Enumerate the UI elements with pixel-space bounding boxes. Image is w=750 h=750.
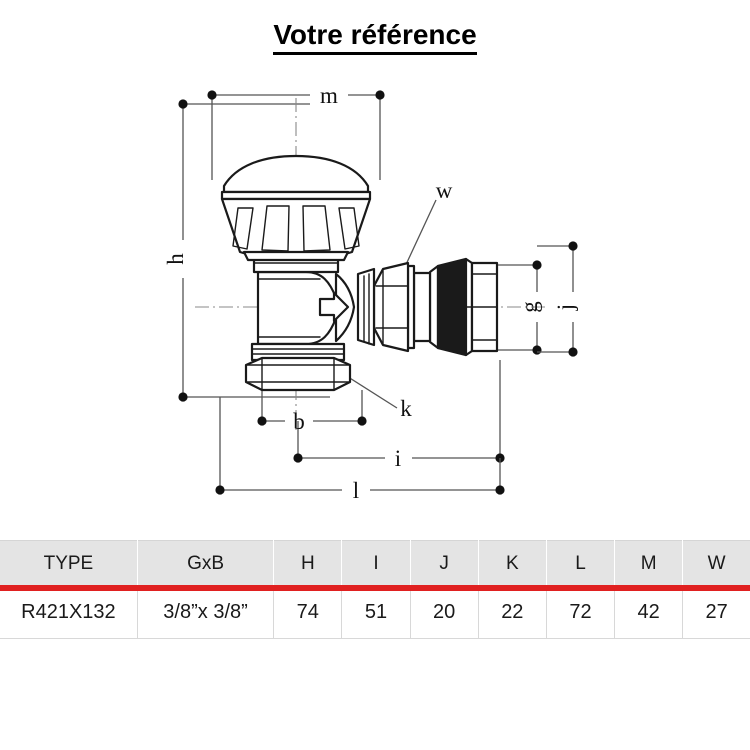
column-header-type: TYPE xyxy=(0,540,138,586)
cell-i: 51 xyxy=(341,586,411,639)
table-accent-rule xyxy=(0,585,750,591)
column-header-gxb: GxB xyxy=(137,540,275,586)
dimension-label-l: l xyxy=(353,478,359,503)
cell-l: 72 xyxy=(546,586,616,639)
technical-drawing: .ol { fill:none; stroke:#1a1a1a; stroke-… xyxy=(0,60,750,520)
cell-m: 42 xyxy=(614,586,684,639)
bottom-union-nut xyxy=(244,342,352,392)
dimension-label-j: j xyxy=(553,304,578,311)
dimension-label-m: m xyxy=(320,83,338,108)
cell-gxb: 3/8”x 3/8” xyxy=(137,586,275,639)
table-row: R421X132 3/8”x 3/8” 74 51 20 22 72 42 27 xyxy=(0,586,750,639)
cell-j: 20 xyxy=(410,586,479,639)
column-header-h: H xyxy=(273,540,343,586)
handwheel xyxy=(220,154,372,262)
column-header-i: I xyxy=(341,540,411,586)
column-header-k: K xyxy=(478,540,547,586)
cell-h: 74 xyxy=(273,586,343,639)
page-title-container: Votre référence xyxy=(0,19,750,55)
column-header-w: W xyxy=(682,540,750,586)
cell-type: R421X132 xyxy=(0,586,138,639)
dimension-label-b: b xyxy=(293,409,305,434)
cell-w: 27 xyxy=(682,586,750,639)
cell-k: 22 xyxy=(478,586,547,639)
dimension-label-h: h xyxy=(163,253,188,265)
column-header-l: L xyxy=(546,540,616,586)
column-header-j: J xyxy=(410,540,479,586)
table-header-row: TYPE GxB H I J K L M W xyxy=(0,540,750,586)
specification-table: TYPE GxB H I J K L M W R421X132 3/8”x 3/… xyxy=(0,540,750,639)
dimension-label-i: i xyxy=(395,446,401,471)
flow-direction-arrow-icon xyxy=(318,291,350,323)
leader-label-w: w xyxy=(436,178,453,203)
dimension-label-g: g xyxy=(517,301,542,313)
hex-union-nut xyxy=(356,261,410,353)
page-title: Votre référence xyxy=(273,19,477,55)
valve-body-outlet xyxy=(406,257,499,357)
dimension-labels: m h w g j k b i l xyxy=(163,83,578,503)
dimension-lines xyxy=(178,90,578,495)
leader-label-k: k xyxy=(400,396,412,421)
column-header-m: M xyxy=(614,540,684,586)
